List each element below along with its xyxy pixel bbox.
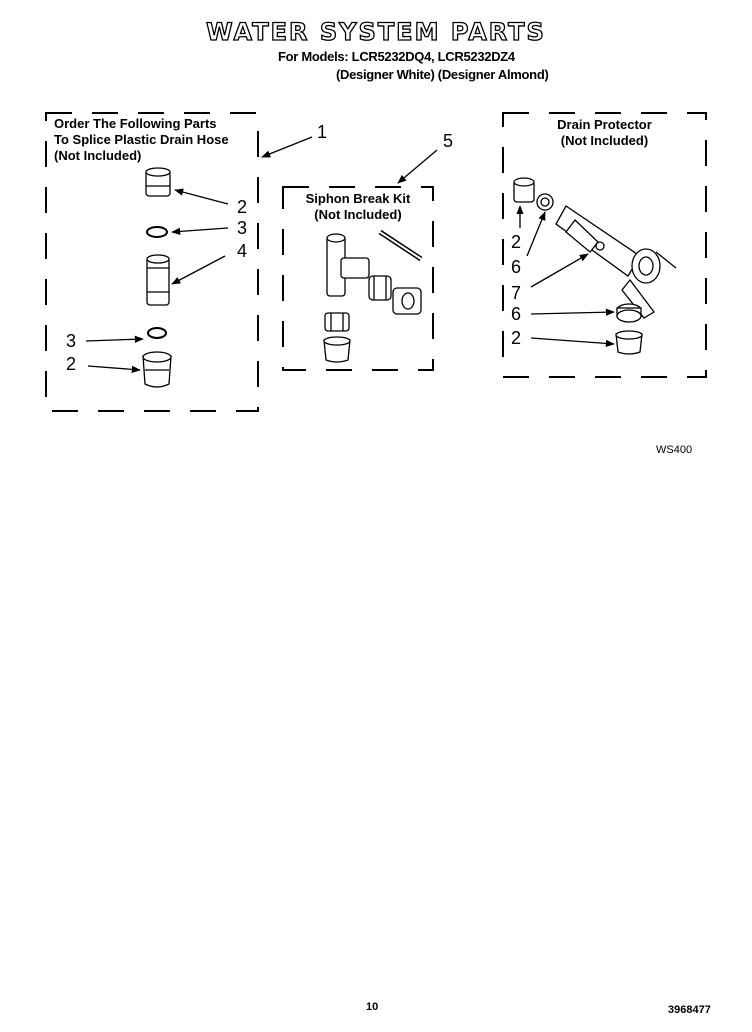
callout-drain-6-bottom: 6 [511, 304, 522, 324]
page-title: WATER SYSTEM PARTS [206, 17, 546, 46]
siphon-fitting [392, 287, 422, 315]
siphon-ring [324, 312, 350, 332]
callout-drain-7: 7 [511, 283, 522, 303]
splice-coupling-bottom [142, 351, 172, 388]
callout-splice-2-top: 2 [237, 197, 248, 217]
siphon-group-frame [282, 186, 434, 371]
callout-splice-2-bottom: 2 [66, 354, 77, 374]
drain-small-ring [536, 193, 554, 211]
siphon-nut [368, 275, 392, 301]
callout-drain-2-top: 2 [511, 232, 522, 252]
splice-group-frame [45, 112, 259, 412]
finish-line: (Designer White) (Designer Almond) [336, 67, 549, 82]
drain-cap [615, 330, 643, 355]
callout-drain-6-top: 6 [511, 257, 522, 277]
drain-label-line-2: (Not Included) [560, 133, 649, 148]
page-number: 10 [366, 1001, 379, 1013]
splice-group-label: Order The Following Parts To Splice Plas… [54, 116, 229, 164]
callout-splice-3-top: 3 [237, 218, 248, 238]
siphon-label-line-2: (Not Included) [314, 207, 402, 222]
callout-splice-3-bottom: 3 [66, 331, 77, 351]
callout-drain-2-bottom: 2 [511, 328, 522, 348]
splice-clamp-bottom [147, 327, 167, 339]
drain-group-frame [502, 112, 707, 378]
splice-label-line-2: To Splice Plastic Drain Hose [54, 132, 229, 147]
siphon-clip [378, 229, 423, 262]
drain-group-label: Drain Protector (Not Included) [503, 117, 706, 149]
siphon-label-line-1: Siphon Break Kit [305, 191, 411, 206]
document-number: 3968477 [668, 1004, 711, 1016]
drain-label-line-1: Drain Protector [557, 117, 652, 132]
splice-label-line-1: Order The Following Parts [54, 116, 217, 131]
drain-small-coupling [513, 177, 535, 203]
drain-protector-body [555, 205, 677, 319]
callout-1: 1 [317, 122, 328, 142]
splice-label-line-3: (Not Included) [54, 148, 142, 163]
diagram-code: WS400 [656, 444, 693, 456]
siphon-tee [326, 233, 370, 297]
models-line: For Models: LCR5232DQ4, LCR5232DZ4 [278, 49, 515, 64]
siphon-cap [323, 336, 351, 363]
callout-5: 5 [443, 131, 454, 151]
callout-splice-4: 4 [237, 241, 248, 261]
splice-clamp-top [146, 226, 168, 238]
splice-connector [146, 254, 170, 306]
siphon-group-label: Siphon Break Kit (Not Included) [283, 191, 433, 223]
drain-ring [616, 303, 642, 323]
splice-coupling-top [145, 167, 171, 197]
